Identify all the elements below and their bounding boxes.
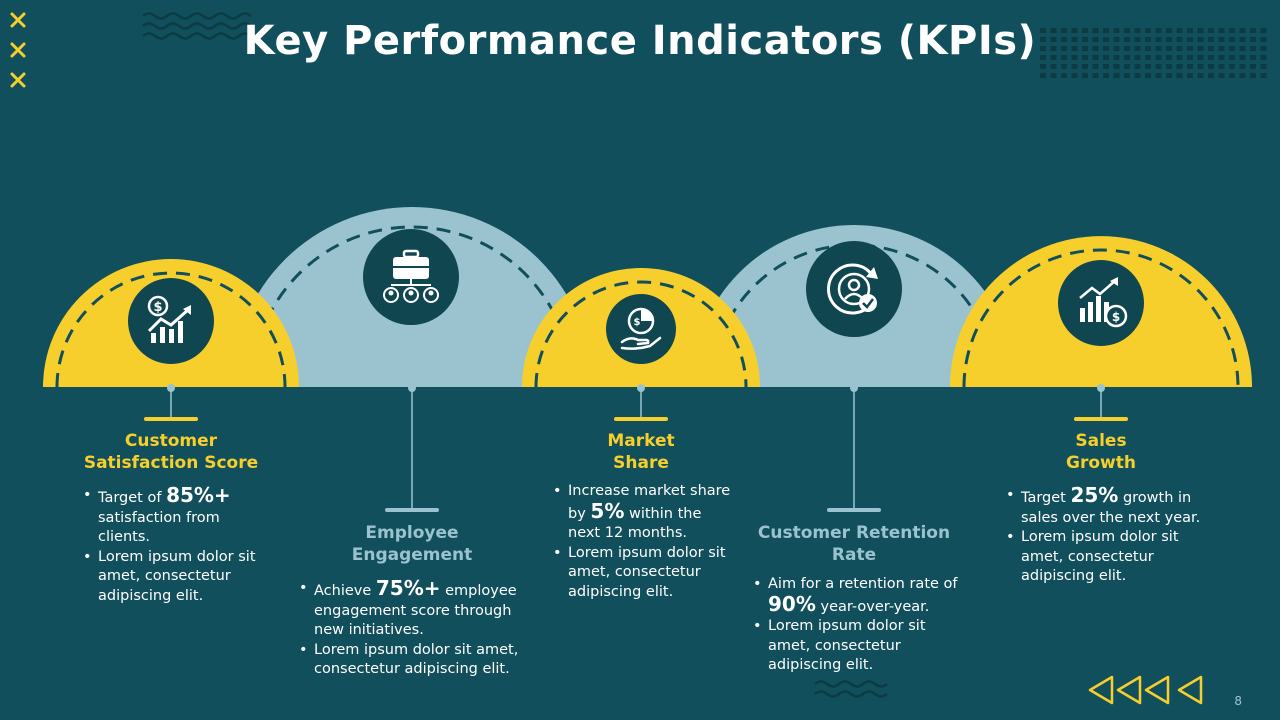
bullet-target: Aim for a retention rate of 90% year-ove… (753, 575, 963, 617)
kpi-heading-employee-engagement: Employee Engagement (351, 523, 473, 565)
bullet-lorem: Lorem ipsum dolor sit amet, consectetur … (753, 617, 963, 676)
connector-dots (167, 384, 1105, 392)
target-value: 75%+ (375, 576, 441, 600)
kpi-bullets-customer-satisfaction: Target of 85%+ satisfaction from clients… (83, 483, 263, 607)
icon-badge-employee-engagement (363, 229, 459, 325)
svg-text:$: $ (1112, 310, 1120, 324)
svg-text:$: $ (634, 317, 641, 328)
bullet-target: Target of 85%+ satisfaction from clients… (83, 483, 263, 548)
target-value: 90% (768, 591, 816, 616)
wavy-lines-decoration (142, 12, 888, 698)
kpi-bullets-customer-retention: Aim for a retention rate of 90% year-ove… (753, 575, 963, 676)
bullet-target: Increase market share by 5% within the n… (553, 482, 735, 544)
dollar-growth-chart-icon: $ (147, 295, 191, 343)
customer-retention-icon (827, 263, 878, 315)
connector-lines (170, 388, 1102, 510)
briefcase-team-icon (383, 249, 439, 303)
hand-pie-chart-icon: $ (620, 307, 662, 350)
page-title: Key Performance Indicators (KPIs) (243, 18, 1037, 64)
bullet-lorem: Lorem ipsum dolor sit amet, consectetur … (553, 544, 735, 603)
kpi-heading-market-share: Market Share (607, 431, 675, 473)
svg-text:$: $ (153, 300, 162, 315)
bullet-lorem: Lorem ipsum dolor sit amet, consectetur … (83, 548, 263, 607)
target-value: 25% (1070, 483, 1119, 507)
sales-growth-chart-icon: $ (1079, 277, 1128, 328)
icon-badge-market-share: $ (606, 294, 676, 364)
bullet-lorem: Lorem ipsum dolor sit amet, consectetur … (1006, 528, 1206, 587)
bullet-target: Achieve 75%+ employee engagement score t… (299, 576, 524, 641)
page-number: 8 (1234, 694, 1242, 708)
icon-badge-sales-growth: $ (1058, 260, 1144, 346)
kpi-heading-customer-retention: Customer Retention Rate (757, 523, 951, 565)
icon-badge-customer-retention (806, 241, 902, 337)
kpi-bullets-sales-growth: Target 25% growth in sales over the next… (1006, 483, 1206, 587)
chevrons-decoration (1088, 675, 1203, 705)
kpi-heading-customer-satisfaction: Customer Satisfaction Score (83, 431, 259, 473)
kpi-bullets-employee-engagement: Achieve 75%+ employee engagement score t… (299, 576, 524, 680)
kpi-bullets-market-share: Increase market share by 5% within the n… (553, 482, 735, 602)
heading-underbars (144, 417, 1128, 512)
icon-badge-customer-satisfaction: $ (128, 278, 214, 364)
kpi-heading-sales-growth: Sales Growth (1066, 431, 1136, 473)
dot-grid-decoration (1040, 28, 1267, 78)
x-marks-decoration (10, 12, 26, 88)
target-value: 85%+ (166, 483, 231, 507)
target-value: 5% (590, 498, 625, 523)
bullet-target: Target 25% growth in sales over the next… (1006, 483, 1206, 528)
bullet-lorem: Lorem ipsum dolor sit amet, consectetur … (299, 641, 524, 680)
